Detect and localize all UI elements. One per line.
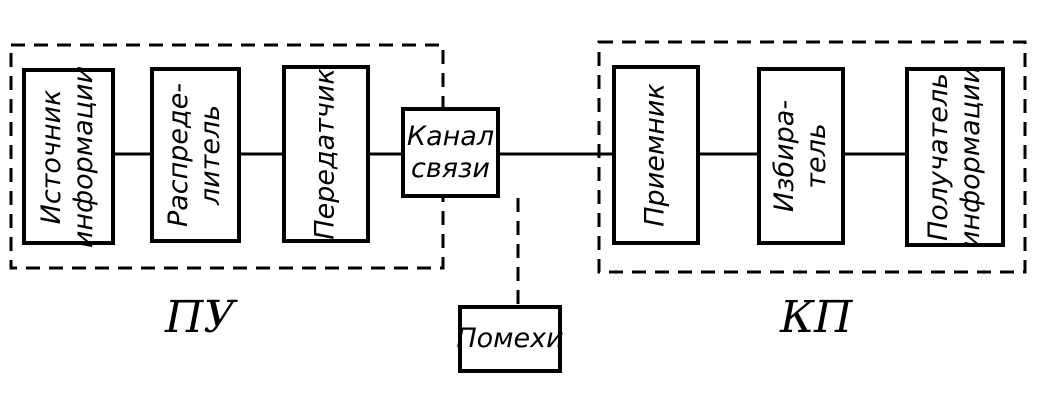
- kp-group-border: [597, 40, 1027, 274]
- selector-label-1: Избира-: [769, 99, 800, 213]
- pu-group-label: ПУ: [165, 292, 236, 343]
- transmitter-label: Передатчик: [310, 68, 342, 240]
- receiver-block: Приемник: [612, 65, 700, 245]
- source-label-1: Источник: [36, 89, 68, 224]
- source-label-2: информации: [68, 65, 100, 248]
- selector-label-2: тель: [801, 123, 832, 189]
- distributor-block: Распреде-литель: [150, 67, 241, 243]
- kp-group-label: КП: [780, 292, 853, 343]
- selector-block: Избира-тель: [757, 67, 845, 245]
- noise-label: Помехи: [456, 323, 564, 354]
- noise-block: Помехи: [456, 305, 564, 373]
- recipient-label-1: Получатель: [923, 72, 954, 242]
- transmitter-block: Передатчик: [282, 65, 370, 243]
- distributor-label-2: литель: [195, 104, 227, 206]
- distributor-label-1: Распреде-: [163, 82, 195, 228]
- channel-label-2: связи: [411, 152, 490, 184]
- receiver-label: Приемник: [640, 83, 672, 227]
- channel-label-1: Канал: [406, 120, 495, 152]
- pu-group-border: [9, 43, 445, 270]
- recipient-label-2: информации: [955, 65, 986, 249]
